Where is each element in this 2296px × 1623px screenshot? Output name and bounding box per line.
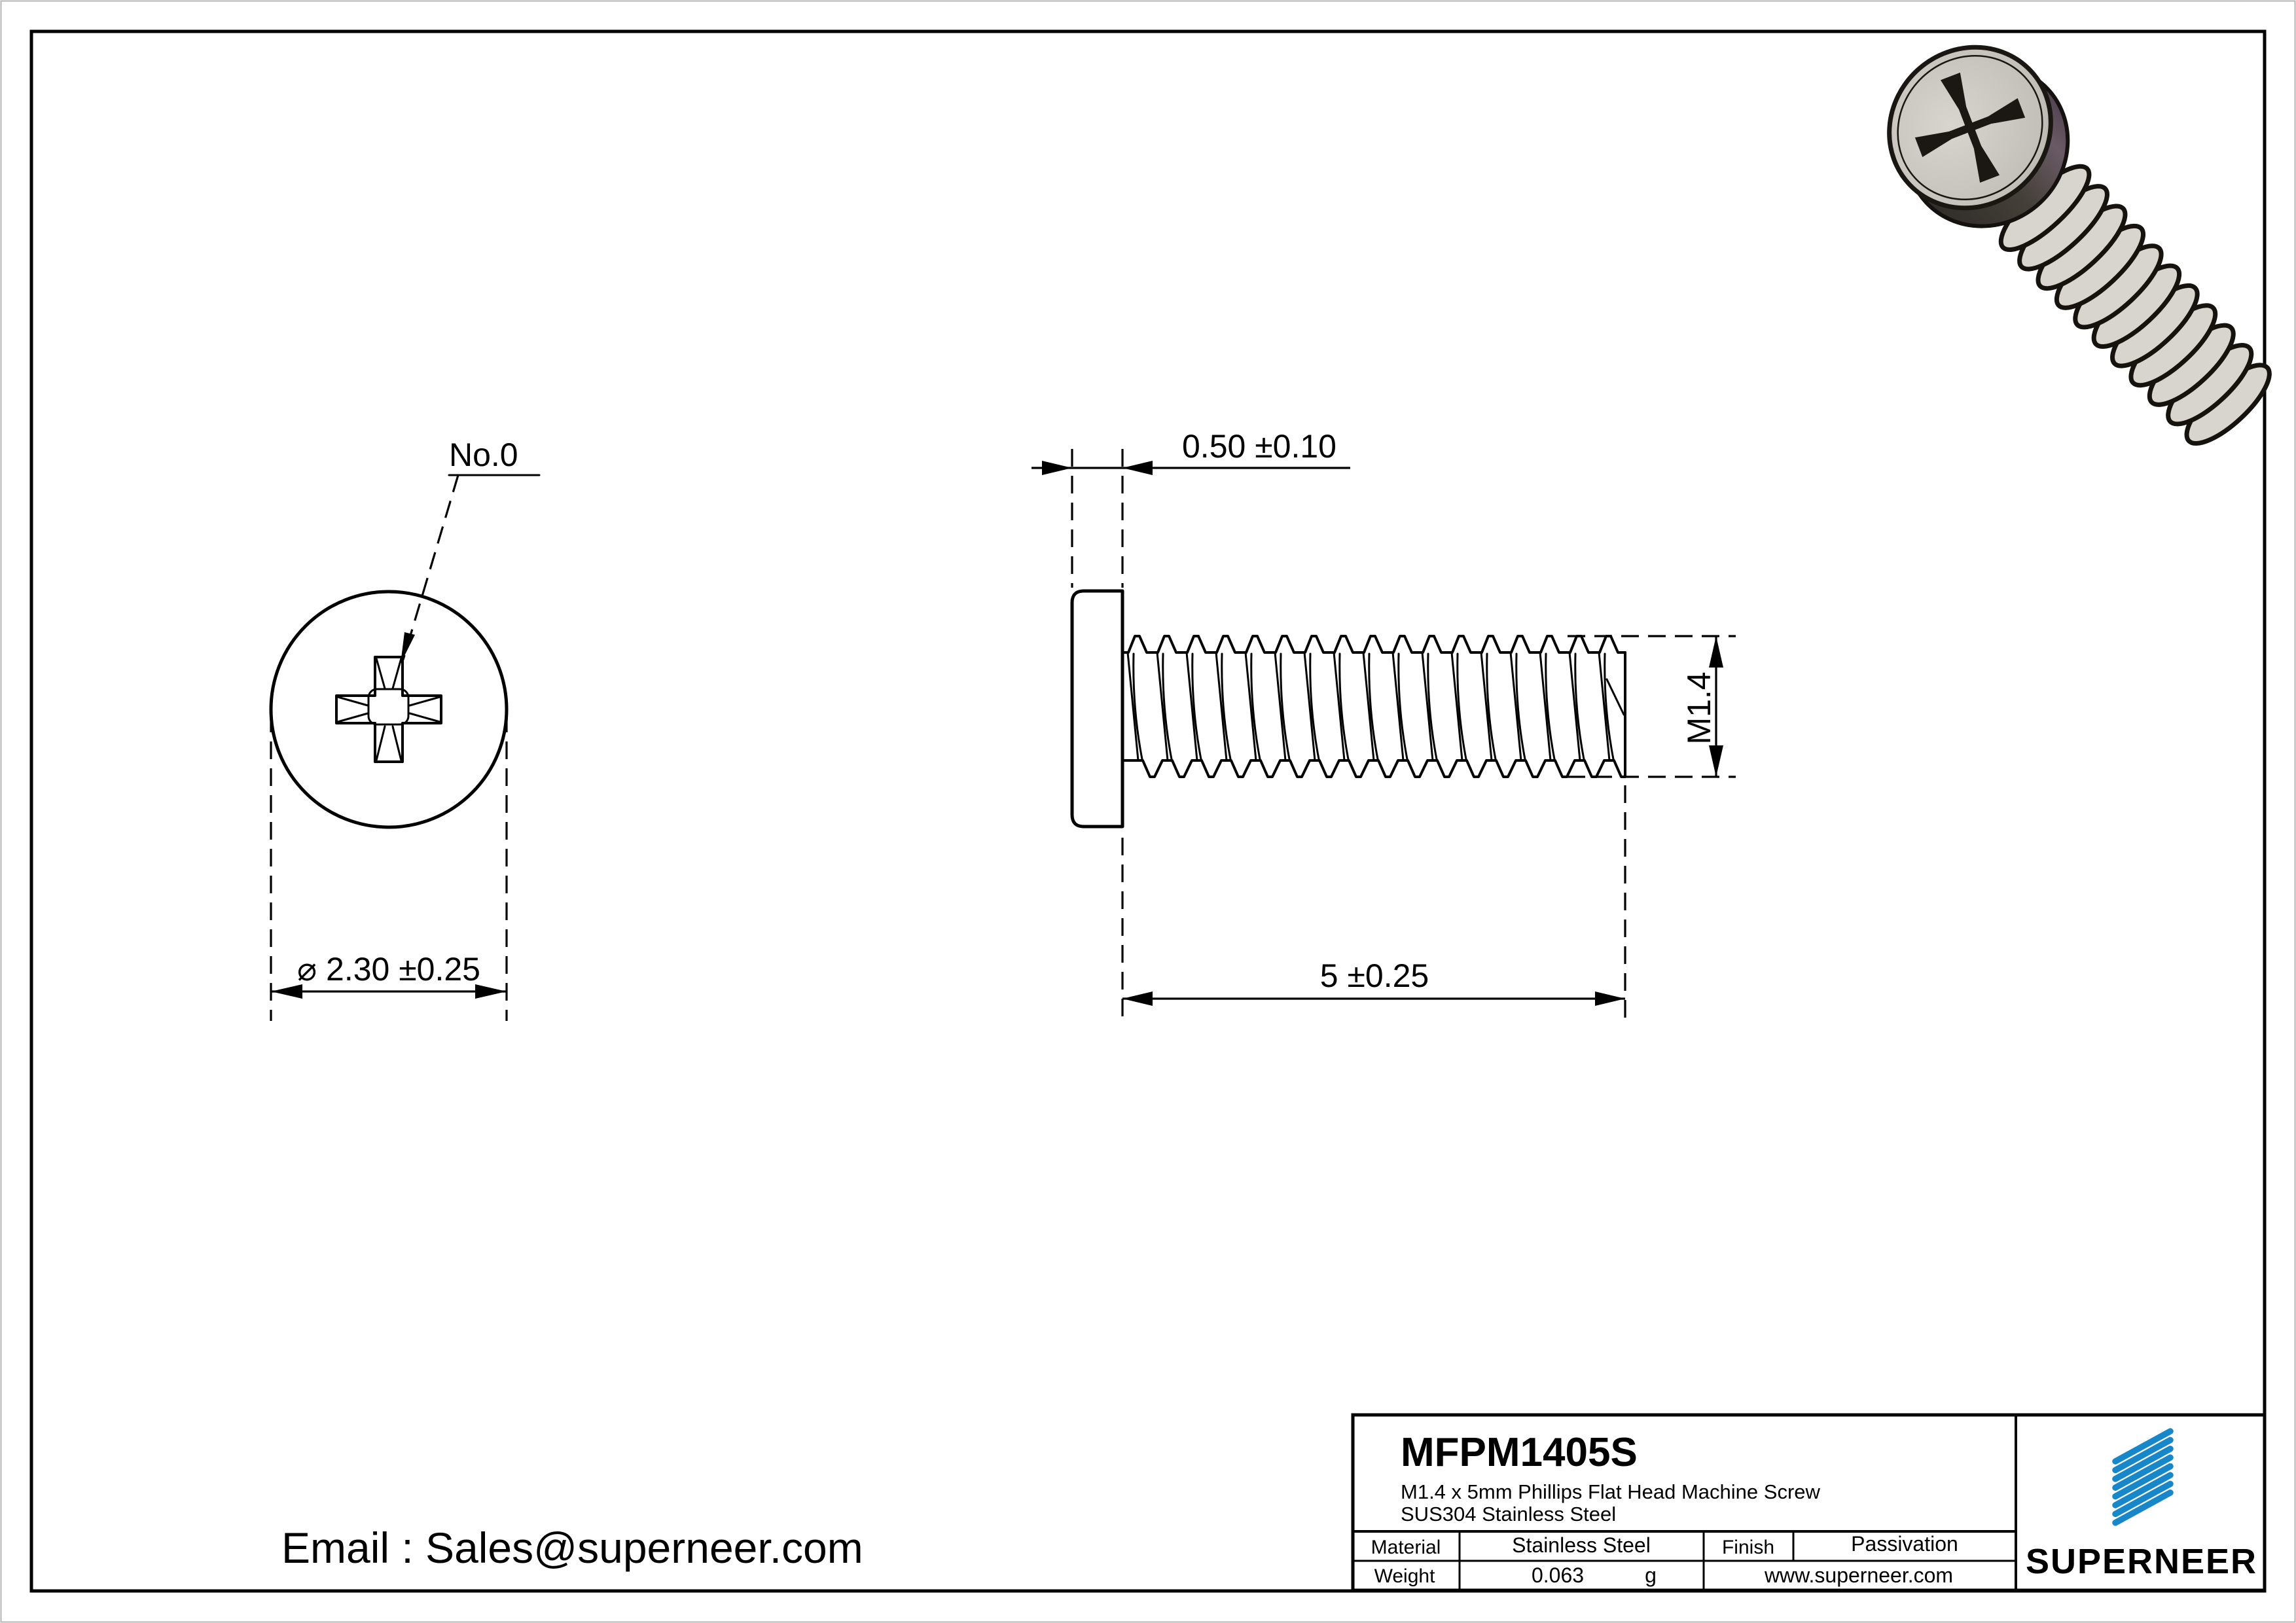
finish-label: Finish <box>1722 1537 1774 1558</box>
head-profile <box>1070 589 1124 829</box>
length-arrow-left <box>1122 991 1153 1006</box>
front-view: No.0 ⌀ 2.30 ±0.25 <box>269 437 541 1021</box>
material-value: Stainless Steel <box>1512 1533 1651 1557</box>
phillips-recess-outline <box>335 656 442 763</box>
diameter-dim-arrow-left <box>271 984 302 999</box>
part-material-note: SUS304 Stainless Steel <box>1401 1503 1616 1525</box>
thread-top-profile <box>1123 635 1626 654</box>
part-description: M1.4 x 5mm Phillips Flat Head Machine Sc… <box>1401 1480 1821 1503</box>
screw-3d-phillips-icon <box>1914 72 2026 183</box>
phillips-recess-center <box>367 688 410 726</box>
title-block: MFPM1405S M1.4 x 5mm Phillips Flat Head … <box>1351 1413 2267 1592</box>
weight-unit: g <box>1645 1563 1657 1587</box>
weight-label: Weight <box>1374 1565 1435 1587</box>
drawing-frame <box>29 29 2267 1593</box>
thread-end-chamfer <box>1605 678 1625 716</box>
contact-email: Email : Sales@superneer.com <box>281 1524 863 1572</box>
brand-logo-text: SUPERNEER <box>2026 1542 2257 1581</box>
screw-3d-head-rim <box>1897 54 2043 201</box>
brand-logo-stripe <box>2112 1436 2174 1474</box>
brand-logo-stripe <box>2112 1446 2174 1482</box>
title-block-border <box>1351 1413 2267 1592</box>
thread-flank-lines <box>1126 651 1615 762</box>
diameter-dim-text: ⌀ 2.30 ±0.25 <box>297 951 480 988</box>
brand-logo-stripe <box>2112 1480 2174 1518</box>
recess-callout-text: No.0 <box>449 437 518 473</box>
length-arrow-right <box>1595 991 1625 1006</box>
part-number: MFPM1405S <box>1401 1430 1638 1475</box>
brand-logo-stripe <box>2112 1428 2174 1465</box>
thread-dia-arrow-bottom <box>1709 745 1723 777</box>
recess-callout-arrowhead <box>401 632 415 664</box>
material-label: Material <box>1371 1537 1441 1558</box>
thread-bottom-profile <box>1123 759 1626 778</box>
head-thk-arrow-right <box>1122 461 1153 475</box>
brand-logo-stripe <box>2112 1454 2174 1491</box>
head-thk-arrow-left <box>1042 461 1072 475</box>
phillips-recess-tapers <box>336 657 441 762</box>
diameter-dim-arrow-right <box>475 984 507 999</box>
weight-value: 0.063 <box>1532 1563 1584 1587</box>
screw-3d-render <box>1887 45 2272 446</box>
recess-callout-leader <box>402 474 459 660</box>
website-link[interactable]: www.superneer.com <box>1764 1563 1953 1587</box>
length-dim-text: 5 ±0.25 <box>1320 957 1429 994</box>
finish-value: Passivation <box>1851 1532 1958 1556</box>
screw-3d-threads <box>1998 164 2272 446</box>
side-view: 0.50 ±0.10 M1.4 5 ±0.25 <box>1031 428 1736 1021</box>
brand-logo-mark <box>2112 1428 2174 1526</box>
brand-logo-stripe <box>2112 1489 2174 1526</box>
thread-dia-dim-text: M1.4 <box>1681 671 1717 744</box>
brand-logo-stripe <box>2112 1463 2174 1500</box>
thread-dia-arrow-top <box>1709 636 1723 668</box>
head-thk-dim-text: 0.50 ±0.10 <box>1182 428 1336 465</box>
head-outline <box>269 590 509 829</box>
brand-logo-stripe <box>2112 1472 2174 1508</box>
